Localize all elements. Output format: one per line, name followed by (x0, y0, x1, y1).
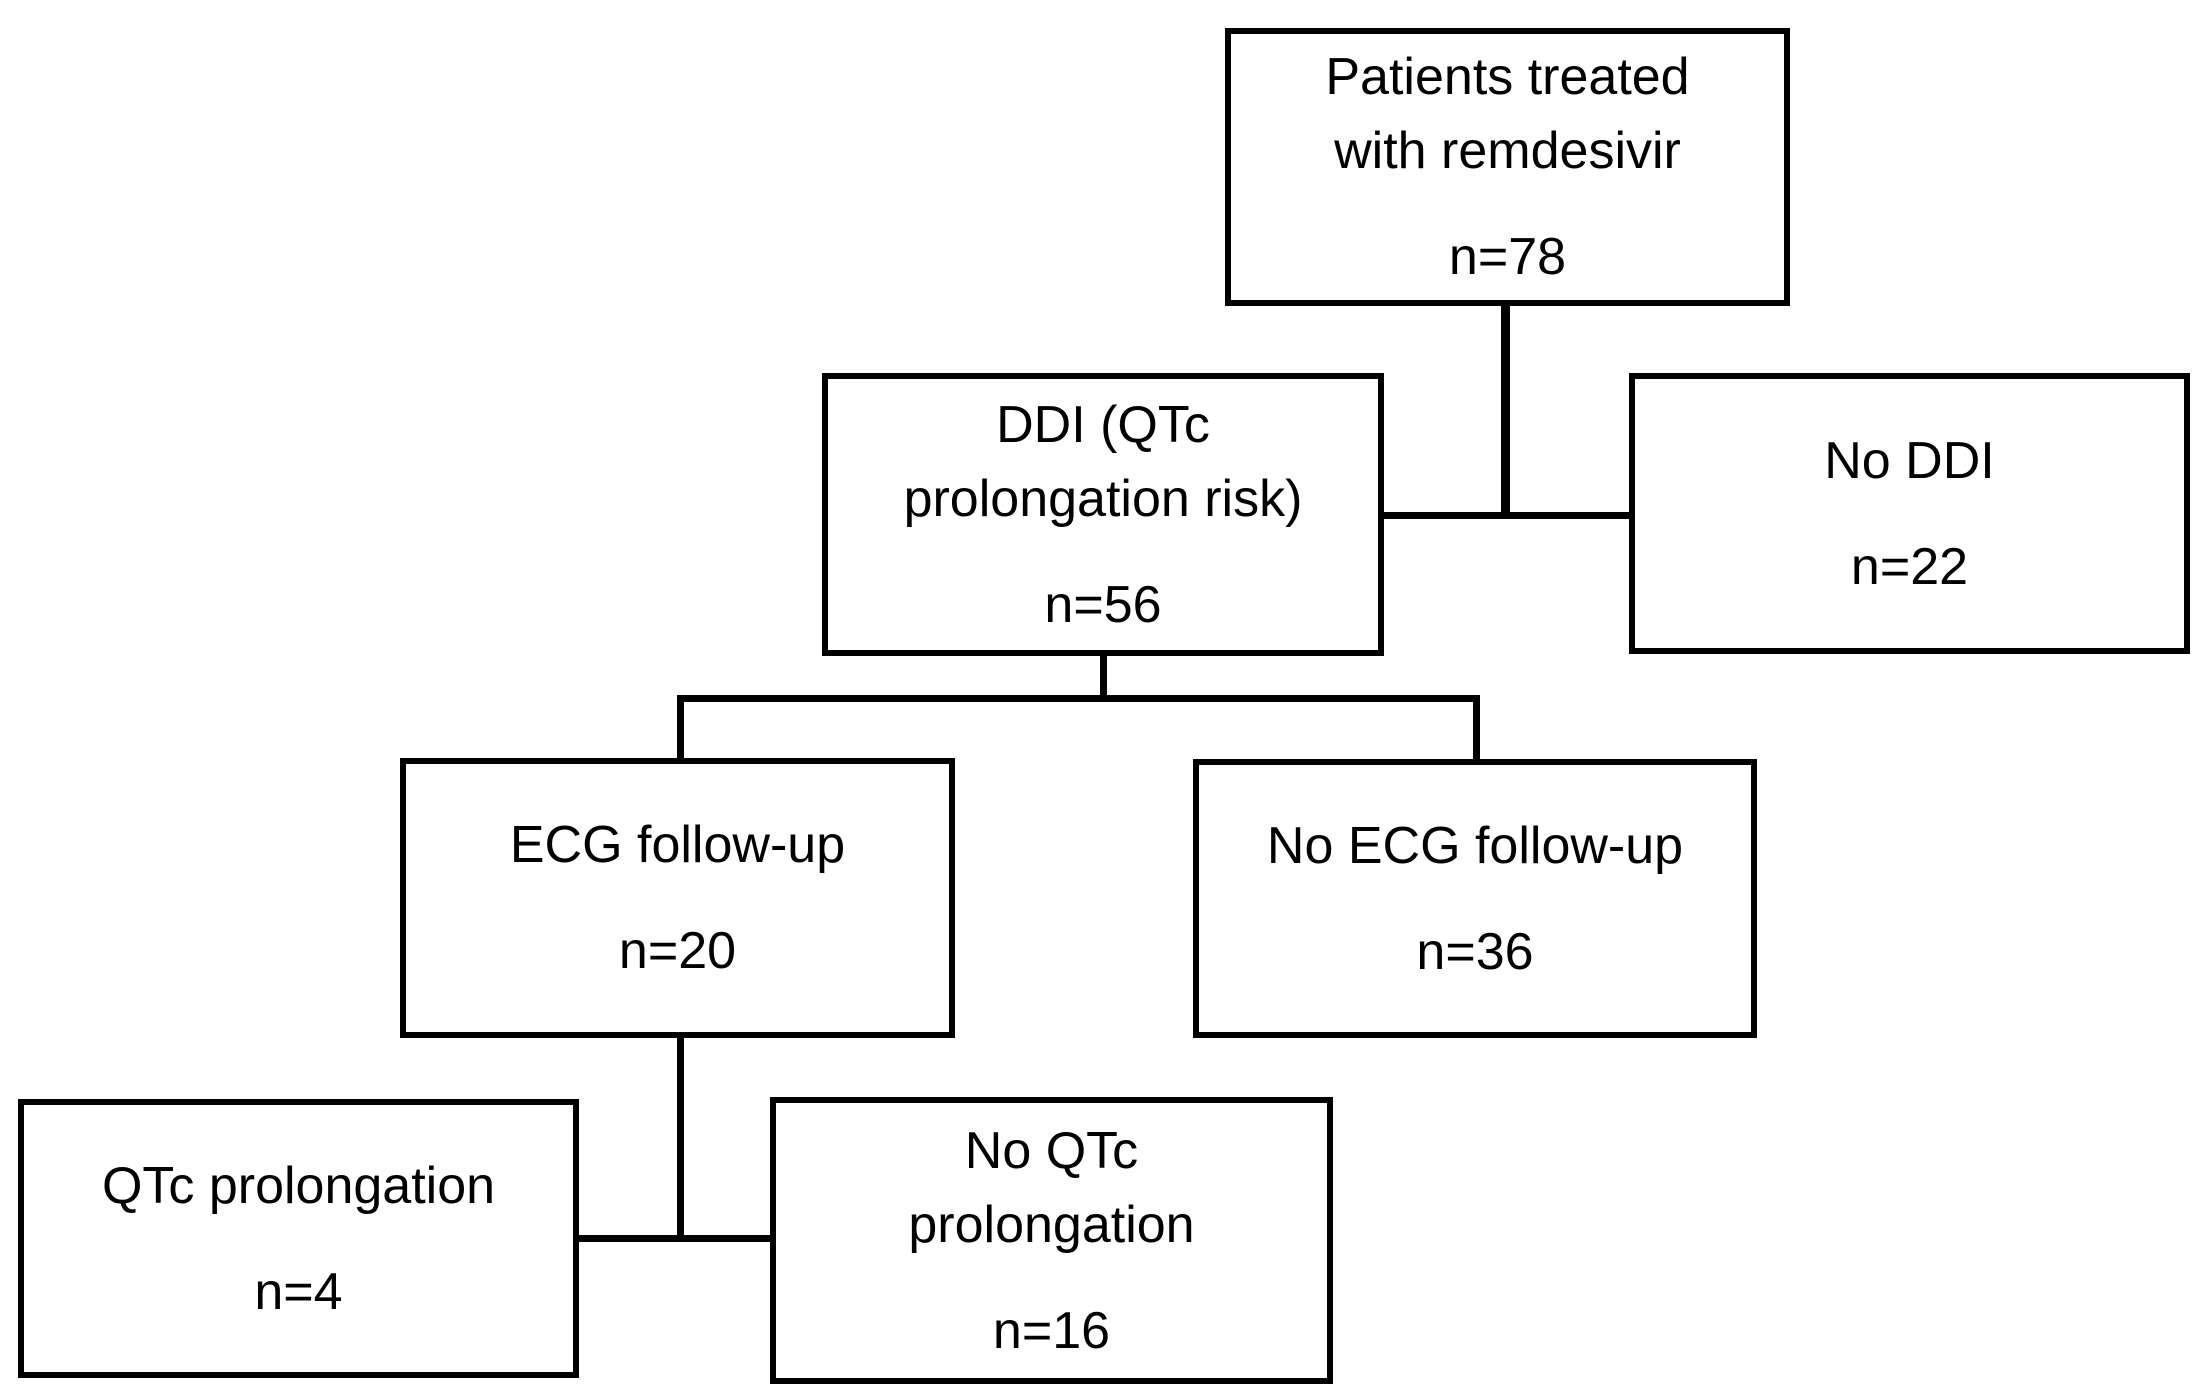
node-n-value: n=16 (992, 1301, 1111, 1360)
connector-ddi-to-no-ddi-horizontal (1380, 512, 1635, 519)
connector-patients-to-split-vertical (1501, 300, 1510, 519)
node-n-value: n=22 (1850, 537, 1969, 596)
node-n-value: n=78 (1448, 228, 1567, 286)
node-n-value: n=20 (618, 922, 737, 980)
node-ecg-follow-up: ECG follow-up n=20 (400, 758, 955, 1038)
node-label: DDI (QTc prolongation risk) (903, 395, 1303, 528)
node-no-qtc-prolongation: No QTc prolongation n=16 (770, 1097, 1333, 1384)
node-n-value: n=4 (254, 1262, 343, 1321)
node-label: No ECG follow-up (1266, 816, 1684, 875)
connector-to-ecg-vertical (677, 695, 684, 765)
node-label: QTc prolongation (101, 1156, 496, 1215)
connector-ddi-bottom-vertical (1100, 650, 1107, 702)
node-qtc-prolongation: QTc prolongation n=4 (18, 1099, 579, 1378)
node-label: No DDI (1824, 431, 1995, 490)
node-ddi-qtc-prolongation-risk: DDI (QTc prolongation risk) n=56 (822, 373, 1384, 656)
node-label: No QTc prolongation (908, 1121, 1195, 1254)
connector-ecg-bottom-vertical (677, 1032, 684, 1242)
node-n-value: n=36 (1416, 922, 1534, 981)
node-n-value: n=56 (1044, 575, 1162, 634)
node-patients-treated-with-remdesivir: Patients treated with remdesivir n=78 (1225, 28, 1790, 306)
node-no-ddi: No DDI n=22 (1629, 373, 2190, 654)
node-label: Patients treated with remdesivir (1325, 48, 1690, 180)
connector-qtc-to-no-qtc-horizontal (574, 1235, 776, 1242)
node-no-ecg-follow-up: No ECG follow-up n=36 (1193, 759, 1757, 1038)
connector-ecg-split-horizontal (677, 695, 1480, 702)
connector-to-no-ecg-vertical (1473, 695, 1480, 767)
node-label: ECG follow-up (509, 816, 846, 874)
